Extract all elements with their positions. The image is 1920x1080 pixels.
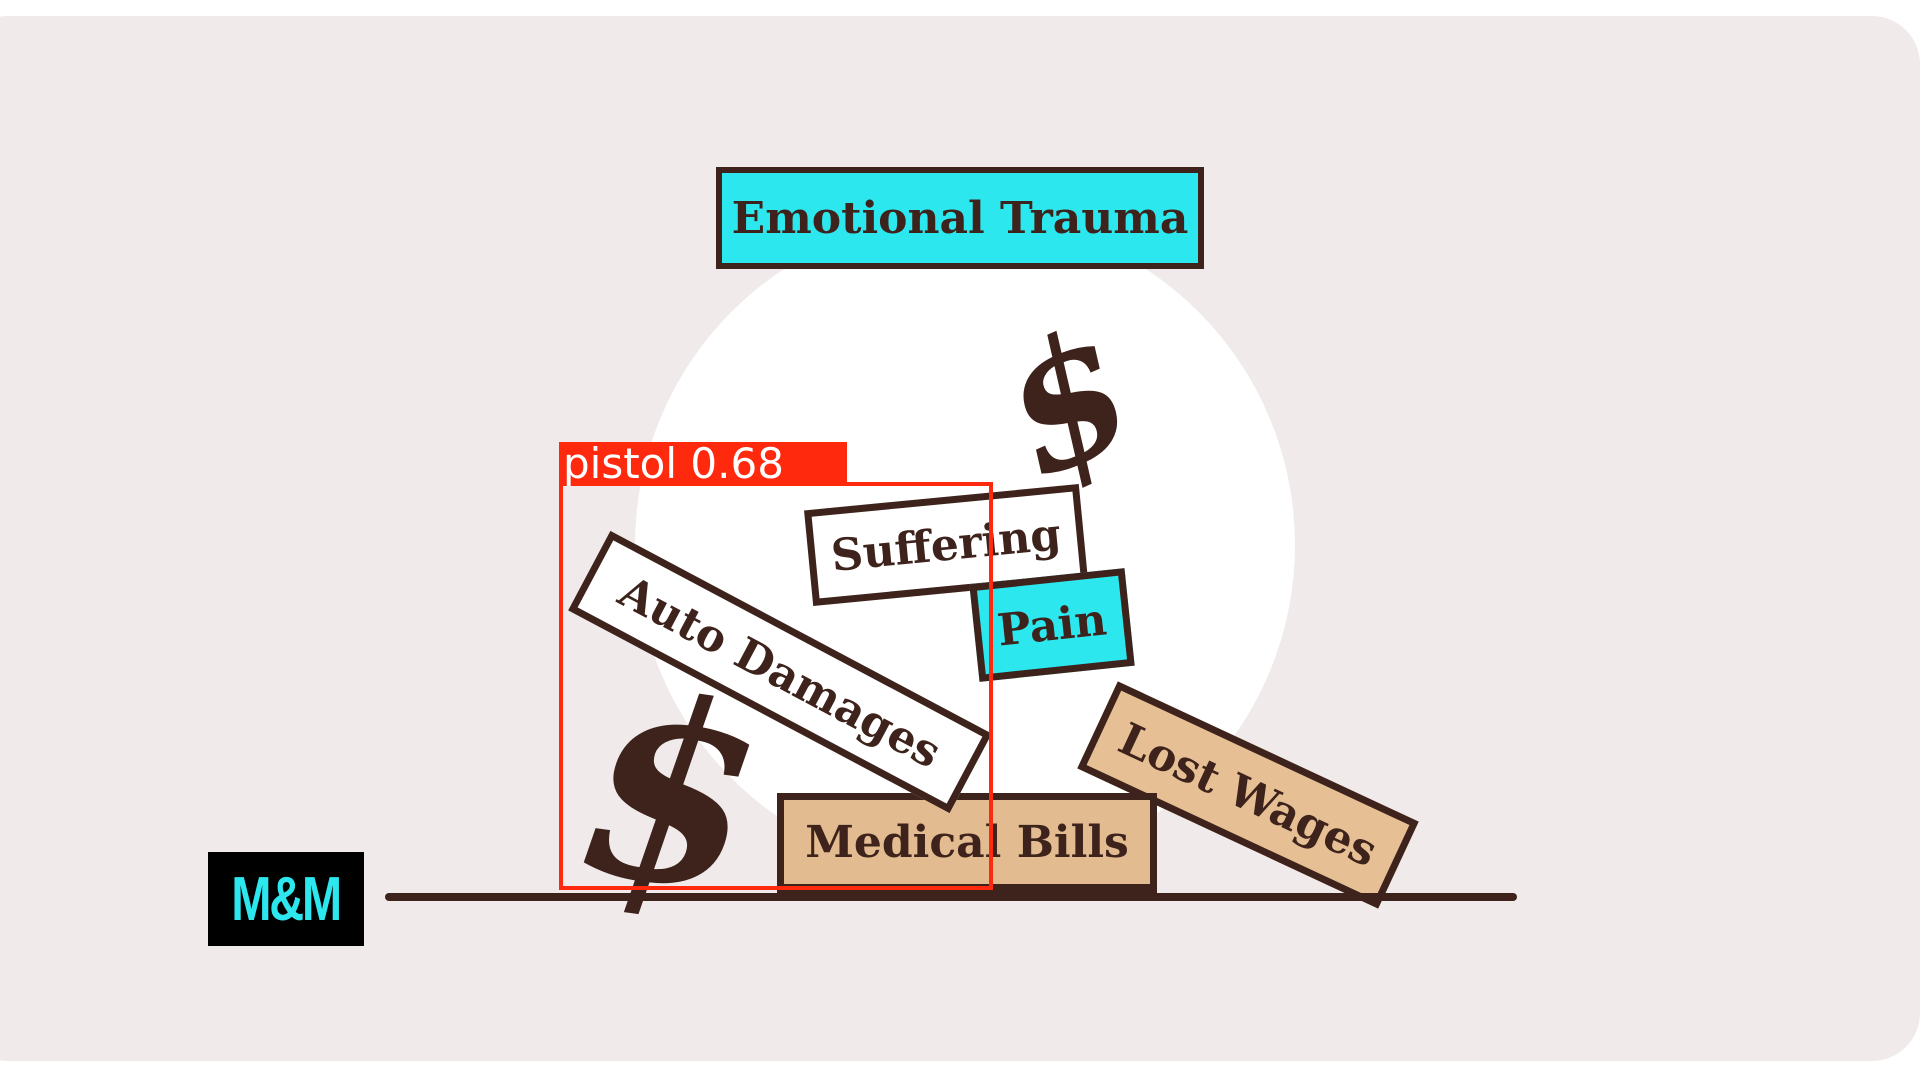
brand-logo: M&M xyxy=(208,852,364,946)
ground-line xyxy=(385,893,1517,901)
sign-pain: Pain xyxy=(969,568,1135,682)
brand-logo-text: M&M xyxy=(231,864,343,934)
detection-bounding-box xyxy=(559,482,993,890)
detection-score: 0.68 xyxy=(690,442,784,486)
sign-emotional-trauma-text: Emotional Trauma xyxy=(731,192,1189,244)
sign-medical-bills-text: Medical Bills xyxy=(805,816,1129,868)
sign-pain-text: Pain xyxy=(995,593,1109,657)
sign-emotional-trauma: Emotional Trauma xyxy=(716,167,1204,269)
detection-label: pistol 0.68 xyxy=(559,442,847,486)
detection-class: pistol xyxy=(563,442,678,486)
